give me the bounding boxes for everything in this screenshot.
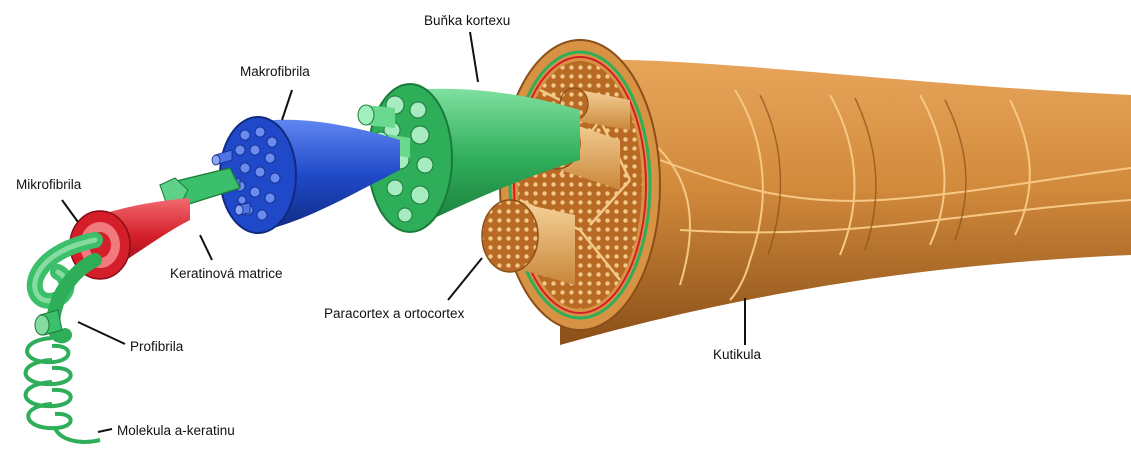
leader-keratinova-matrice	[200, 235, 212, 260]
label-keratinova-matrice: Keratinová matrice	[170, 266, 283, 281]
label-paracortex: Paracortex a ortocortex	[324, 306, 465, 321]
label-bunka-kortexu: Buňka kortexu	[424, 13, 510, 28]
label-molekula: Molekula a-keratinu	[117, 423, 235, 438]
leader-profibrila	[78, 322, 125, 344]
leader-mikrofibrila	[62, 200, 78, 222]
leader-makrofibrila	[282, 90, 292, 120]
label-mikrofibrila: Mikrofibrila	[16, 177, 82, 192]
leader-bunka-kortexu	[470, 32, 478, 82]
macrofibril-blue	[212, 117, 400, 233]
alpha-keratin-spring	[26, 338, 100, 442]
label-kutikula: Kutikula	[713, 347, 762, 362]
leader-molekula	[98, 429, 112, 432]
hair-shaft	[482, 40, 1131, 345]
leader-paracortex	[448, 258, 482, 300]
label-makrofibrila: Makrofibrila	[240, 64, 310, 79]
label-profibrila: Profibrila	[130, 339, 184, 354]
